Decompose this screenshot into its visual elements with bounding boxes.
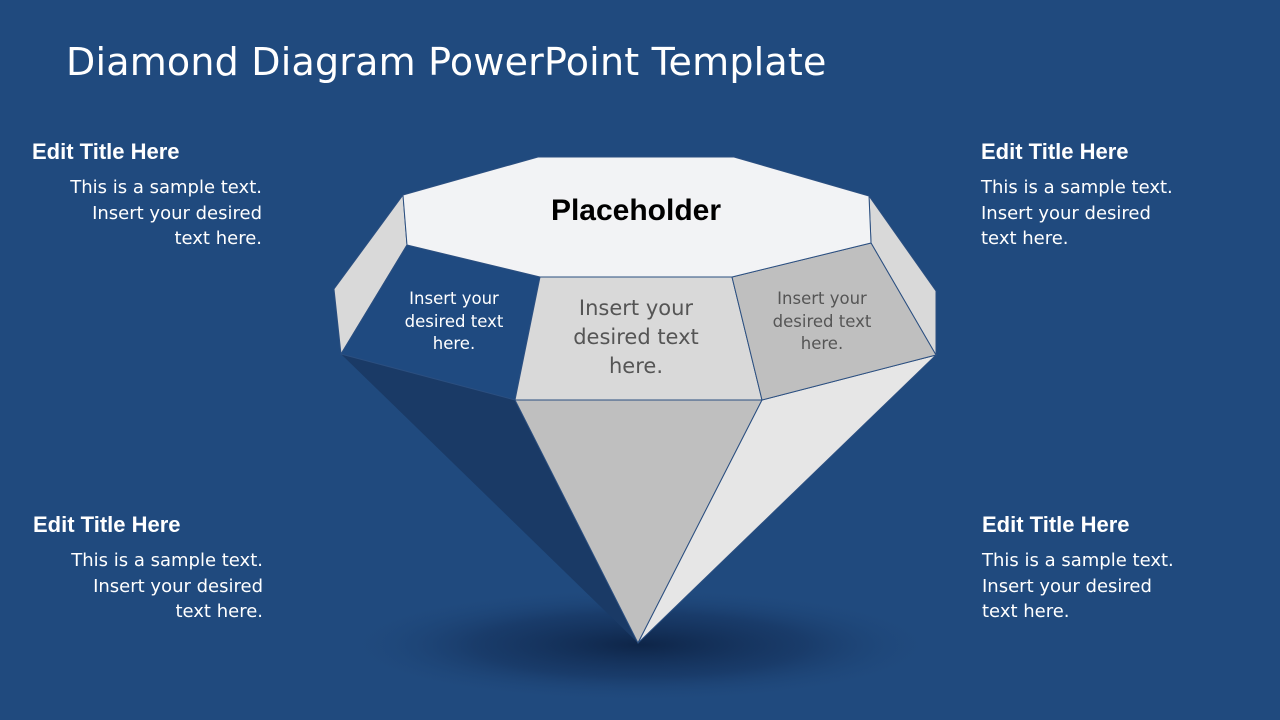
note-title: Edit Title Here — [981, 139, 1129, 164]
note-line: text here. — [175, 601, 263, 622]
note-line: text here. — [174, 228, 262, 249]
facet-left-text: Insert your desired text here. — [405, 289, 504, 353]
diamond-table — [402, 156, 872, 278]
note-line: Insert your desired — [92, 202, 262, 224]
note-body: This is a sample text. Insert your desir… — [982, 548, 1212, 625]
facet-center-text: Insert your desired text here. — [573, 296, 699, 378]
note-line: This is a sample text. — [71, 550, 263, 571]
note-line: This is a sample text. — [981, 177, 1173, 198]
note-line: This is a sample text. — [982, 550, 1174, 571]
note-line: Insert your desired — [93, 575, 263, 597]
note-body: This is a sample text. Insert your desir… — [981, 175, 1211, 252]
facet-text-line: here. — [433, 334, 475, 353]
note-line: text here. — [981, 228, 1069, 249]
note-body: This is a sample text. Insert your desir… — [33, 548, 263, 625]
facet-text-line: desired text — [773, 312, 872, 331]
diamond-shadow — [340, 587, 940, 703]
note-line: Insert your desired — [982, 575, 1152, 597]
facet-text-line: Insert your — [409, 289, 499, 308]
facet-text-line: here. — [609, 354, 663, 378]
facet-text-line: desired text — [405, 312, 504, 331]
note-title: Edit Title Here — [32, 139, 180, 164]
note-title: Edit Title Here — [33, 512, 181, 537]
note-body: This is a sample text. Insert your desir… — [32, 175, 262, 252]
facet-right-text: Insert your desired text here. — [773, 289, 872, 353]
facet-text-line: here. — [801, 334, 843, 353]
table-label: Placeholder — [551, 194, 721, 227]
note-line: Insert your desired — [981, 202, 1151, 224]
facet-text-line: Insert your — [777, 289, 867, 308]
pavilion-left-facet — [341, 354, 638, 643]
note-bottom-right: Edit Title Here This is a sample text. I… — [982, 512, 1212, 625]
note-line: This is a sample text. — [70, 177, 262, 198]
note-top-left: Edit Title Here This is a sample text. I… — [32, 139, 262, 252]
note-line: text here. — [982, 601, 1070, 622]
note-title: Edit Title Here — [982, 512, 1130, 537]
facet-text-line: Insert your — [579, 296, 693, 320]
facet-text-line: desired text — [573, 325, 699, 349]
slide-title: Diamond Diagram PowerPoint Template — [66, 40, 827, 84]
note-top-right: Edit Title Here This is a sample text. I… — [981, 139, 1211, 252]
note-bottom-left: Edit Title Here This is a sample text. I… — [33, 512, 263, 625]
